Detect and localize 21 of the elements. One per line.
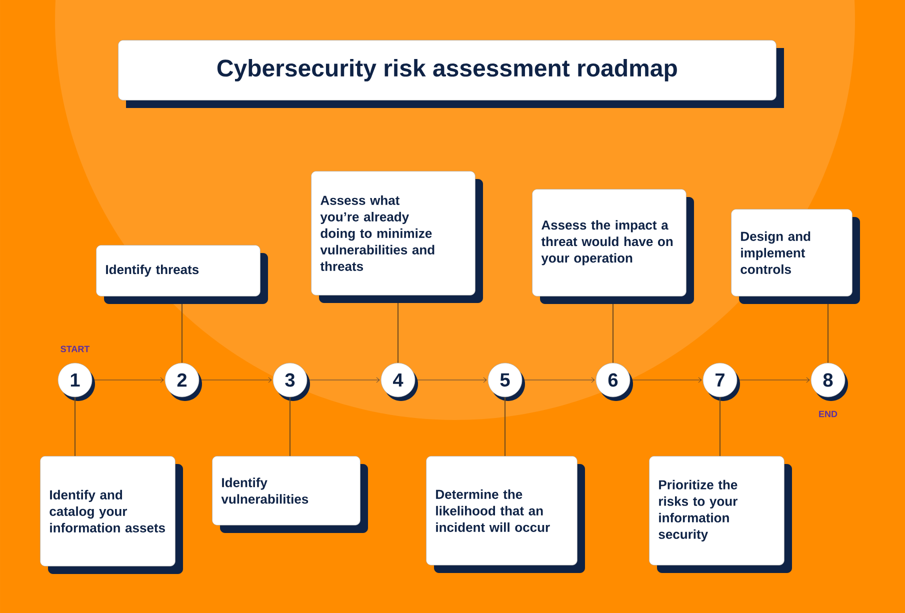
step-box: Design and implement controls bbox=[731, 209, 860, 304]
chevron-arrow bbox=[737, 377, 810, 383]
step-box: Identify threats bbox=[96, 245, 268, 304]
step-box: Determine the likelihood that an incident will occur bbox=[426, 456, 585, 573]
step-box: Assess what you’re already doing to minimize vulnerabilities and threats bbox=[311, 171, 483, 303]
chevron-arrow bbox=[522, 377, 595, 383]
chevron-arrow bbox=[92, 377, 164, 383]
connector-line bbox=[612, 303, 614, 364]
step-label: START bbox=[60, 346, 90, 352]
step-box: Identify vulnerabilities bbox=[212, 456, 368, 533]
step-box: Prioritize the risks to your information security bbox=[649, 456, 792, 573]
connector-line bbox=[74, 396, 76, 456]
chevron-arrow bbox=[630, 377, 702, 383]
step-box: Identify and catalog your information assets bbox=[40, 456, 183, 574]
chevron-arrow bbox=[199, 377, 272, 383]
step-box: Assess the impact a threat would have on your operation bbox=[532, 189, 694, 304]
title-box: Cybersecurity risk assessment roadmap bbox=[118, 40, 784, 108]
chevron-arrow bbox=[415, 377, 487, 383]
connector-line bbox=[504, 396, 506, 456]
chevron-arrow bbox=[307, 377, 380, 383]
step-label: END bbox=[819, 410, 838, 418]
